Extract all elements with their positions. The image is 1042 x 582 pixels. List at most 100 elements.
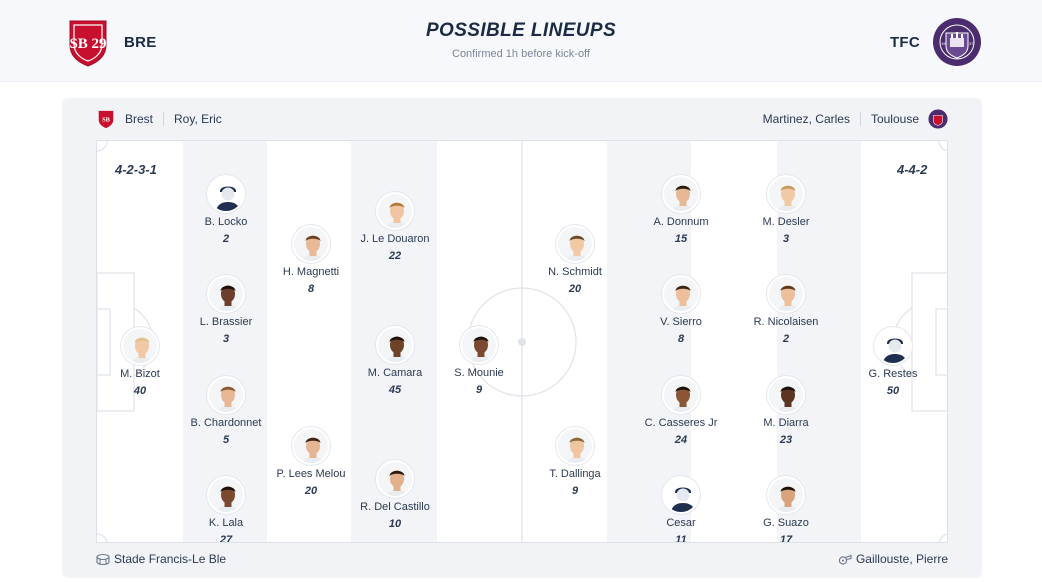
player-number: 40 — [133, 385, 147, 397]
player-name: C. Casseres Jr — [644, 417, 718, 429]
brest-logo-icon: SB 29 — [69, 20, 107, 67]
toulouse-logo-year-left: 19 — [941, 41, 946, 46]
player-number: 24 — [674, 434, 688, 446]
player-name: L. Brassier — [199, 316, 253, 328]
player-name: M. Desler — [762, 216, 810, 228]
away-player-card[interactable]: M. Desler 3 — [731, 175, 841, 245]
home-player-card[interactable]: K. Lala 27 — [171, 476, 281, 543]
player-name: V. Sierro — [660, 316, 702, 328]
player-avatar — [662, 476, 700, 514]
page-subtitle: Confirmed 1h before kick-off — [452, 48, 590, 60]
away-player-card[interactable]: T. Dallinga 9 — [520, 427, 630, 497]
away-player-card[interactable]: V. Sierro 8 — [626, 275, 736, 345]
home-team-header[interactable]: SB 29 BRE — [66, 17, 157, 67]
player-avatar — [207, 476, 245, 514]
player-number: 23 — [779, 434, 793, 446]
page-title: POSSIBLE LINEUPS — [425, 20, 617, 41]
home-info: SB Brest Roy, Eric — [96, 108, 222, 130]
player-number: 22 — [388, 250, 402, 262]
player-avatar — [292, 427, 330, 465]
home-coach[interactable]: Roy, Eric — [174, 112, 222, 126]
player-name: Cesar — [666, 517, 696, 529]
player-number: 10 — [388, 518, 402, 530]
match-footer: Stade Francis-Le Ble Gaillouste, Pierre — [62, 552, 982, 570]
away-player-card[interactable]: G. Suazo 17 — [731, 476, 841, 543]
player-avatar — [556, 225, 594, 263]
away-player-card[interactable]: C. Casseres Jr 24 — [626, 376, 736, 446]
player-number: 9 — [475, 384, 483, 396]
player-avatar — [292, 225, 330, 263]
player-name: R. Del Castillo — [360, 501, 430, 513]
player-number: 50 — [886, 385, 900, 397]
player-name: K. Lala — [208, 517, 244, 529]
player-name: H. Magnetti — [282, 266, 340, 278]
player-avatar — [556, 427, 594, 465]
stadium-name[interactable]: Stade Francis-Le Ble — [114, 552, 227, 566]
player-name: J. Le Douaron — [360, 233, 430, 245]
player-avatar — [874, 327, 912, 365]
player-name: N. Schmidt — [548, 266, 602, 278]
player-name: M. Diarra — [763, 417, 809, 429]
player-name: B. Locko — [204, 216, 248, 228]
player-number: 15 — [674, 233, 688, 245]
home-team-code: BRE — [124, 33, 157, 51]
player-name: P. Lees Melou — [276, 468, 346, 480]
player-avatar — [767, 476, 805, 514]
teams-info-row: SB Brest Roy, Eric Martinez, Carles Toul… — [62, 108, 982, 130]
away-team-name[interactable]: Toulouse — [870, 112, 919, 126]
toulouse-logo-year-right: 37 — [969, 41, 974, 46]
away-coach[interactable]: Martinez, Carles — [762, 112, 850, 126]
svg-text:SB: SB — [102, 117, 111, 124]
away-player-card[interactable]: M. Diarra 23 — [731, 376, 841, 446]
home-player-card[interactable]: S. Mounie 9 — [424, 326, 534, 396]
player-avatar — [376, 460, 414, 498]
player-number: 20 — [568, 283, 582, 295]
player-name: R. Nicolaisen — [753, 316, 819, 328]
player-avatar — [662, 376, 700, 414]
stadium-icon — [96, 553, 110, 566]
title-block: POSSIBLE LINEUPS Confirmed 1h before kic… — [0, 20, 1042, 60]
player-avatar — [207, 376, 245, 414]
player-name: G. Suazo — [763, 517, 809, 529]
player-name: S. Mounie — [454, 367, 504, 379]
away-team-code: TFC — [889, 33, 920, 51]
away-team-header[interactable]: TFC 19 37 — [890, 17, 982, 67]
player-number: 20 — [304, 485, 318, 497]
home-player-card[interactable]: J. Le Douaron 22 — [340, 192, 450, 262]
home-formation: 4-2-3-1 — [115, 162, 157, 177]
away-player-card[interactable]: Cesar 11 — [626, 476, 736, 543]
home-player-card[interactable]: M. Bizot 40 — [97, 327, 195, 397]
player-number: 9 — [571, 485, 579, 497]
player-number: 8 — [677, 333, 685, 345]
player-number: 8 — [307, 283, 315, 295]
player-number: 11 — [675, 534, 687, 543]
match-header: SB 29 BRE POSSIBLE LINEUPS Confirmed 1h … — [0, 0, 1042, 82]
player-avatar — [767, 376, 805, 414]
player-number: 27 — [219, 534, 233, 543]
home-team-name[interactable]: Brest — [125, 112, 154, 126]
player-number: 3 — [782, 233, 790, 245]
player-number: 5 — [222, 434, 230, 446]
home-player-card[interactable]: H. Magnetti 8 — [256, 225, 366, 295]
player-avatar — [767, 175, 805, 213]
lineup-card: SB Brest Roy, Eric Martinez, Carles Toul… — [62, 98, 982, 578]
away-player-card[interactable]: N. Schmidt 20 — [520, 225, 630, 295]
player-name: T. Dallinga — [549, 468, 601, 480]
home-player-card[interactable]: P. Lees Melou 20 — [256, 427, 366, 497]
stadium-info: Stade Francis-Le Ble — [96, 552, 226, 566]
player-name: M. Bizot — [120, 368, 160, 380]
player-avatar — [121, 327, 159, 365]
away-formation: 4-4-2 — [897, 162, 928, 177]
player-number: 17 — [779, 534, 793, 543]
home-player-card[interactable]: R. Del Castillo 10 — [340, 460, 450, 530]
toulouse-mini-logo-icon — [928, 109, 948, 129]
player-avatar — [376, 192, 414, 230]
referee-name[interactable]: Gaillouste, Pierre — [855, 552, 948, 566]
